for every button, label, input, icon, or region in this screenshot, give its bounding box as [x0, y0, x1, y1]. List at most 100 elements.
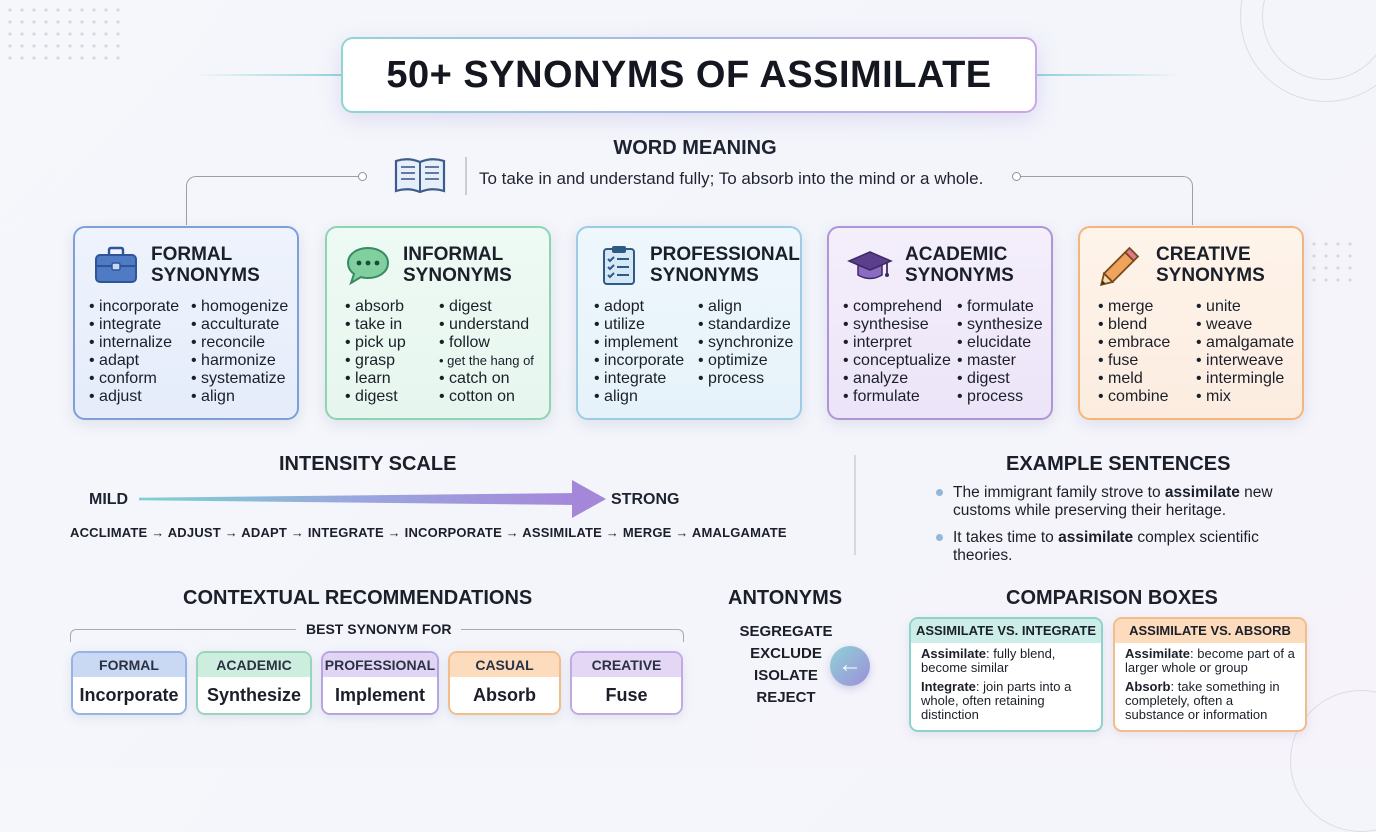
synonym-list-col1: comprehend synthesise interpret conceptu… [843, 298, 951, 406]
list-item: analyze [843, 370, 951, 388]
comparison-title: ASSIMILATE VS. ABSORB [1115, 619, 1305, 643]
synonym-list-col2: digest understand follow get the hang of… [439, 298, 534, 406]
card-title-line2: SYNONYMS [650, 265, 759, 286]
highlighted-word: assimilate [1164, 484, 1240, 501]
page-title: 50+ SYNONYMS OF ASSIMILATE [386, 53, 992, 96]
card-title-line1: INFORMAL [403, 244, 504, 265]
connector-dot [1012, 172, 1021, 181]
list-item: process [957, 388, 1043, 406]
synonym-list-col1: merge blend embrace fuse meld combine [1098, 298, 1170, 406]
list-item: synchronize [698, 334, 793, 352]
list-item: digest [345, 388, 406, 406]
list-item: take in [345, 316, 406, 334]
list-item: interweave [1196, 352, 1294, 370]
card-title-line1: CREATIVE [1156, 244, 1251, 265]
list-item: conceptualize [843, 352, 951, 370]
chat-bubble-icon [346, 246, 390, 286]
scale-mild-label: MILD [89, 491, 129, 508]
antonym-word: SEGREGATE [739, 623, 833, 640]
rec-context: CREATIVE [572, 653, 681, 677]
list-item: systematize [191, 370, 288, 388]
intensity-scale-heading: INTENSITY SCALE [279, 453, 457, 475]
example-sentence-1: The immigrant family strove to assimilat… [953, 484, 1273, 519]
list-item: digest [957, 370, 1043, 388]
list-item: elucidate [957, 334, 1043, 352]
list-item: unite [1196, 298, 1294, 316]
comparison-title: ASSIMILATE VS. INTEGRATE [911, 619, 1101, 643]
decorative-dots [4, 4, 124, 64]
list-item: align [594, 388, 684, 406]
title-line-left [192, 74, 342, 76]
list-item: align [698, 298, 793, 316]
synonym-list-col2: unite weave amalgamate interweave interm… [1196, 298, 1294, 406]
list-item: adopt [594, 298, 684, 316]
list-item: integrate [594, 370, 684, 388]
list-item: conform [89, 370, 179, 388]
example-sentence-2: It takes time to assimilate complex scie… [953, 529, 1259, 564]
list-item: catch on [439, 370, 534, 388]
title-line-right [1034, 74, 1184, 76]
list-item: fuse [1098, 352, 1170, 370]
synonym-list-col1: incorporate integrate internalize adapt … [89, 298, 179, 406]
list-item: process [698, 370, 793, 388]
rec-formal: FORMAL Incorporate [71, 651, 187, 715]
list-item: incorporate [594, 352, 684, 370]
synonym-list-col1: absorb take in pick up grasp learn diges… [345, 298, 406, 406]
comparison-def-a: Assimilate: become part of a larger whol… [1125, 646, 1295, 675]
list-item: standardize [698, 316, 793, 334]
list-item: harmonize [191, 352, 288, 370]
rec-casual: CASUAL Absorb [448, 651, 561, 715]
list-item: follow [439, 334, 534, 352]
comparison-def-b: Absorb: take something in completely, of… [1125, 679, 1280, 722]
connector-right [1018, 176, 1193, 225]
antonym-word: ISOLATE [754, 667, 818, 684]
list-item: meld [1098, 370, 1170, 388]
rec-professional: PROFESSIONAL Implement [321, 651, 439, 715]
list-item: merge [1098, 298, 1170, 316]
list-item: master [957, 352, 1043, 370]
list-item: learn [345, 370, 406, 388]
intensity-gradient-bar [139, 493, 579, 505]
list-item: pick up [345, 334, 406, 352]
section-divider [854, 455, 856, 555]
list-item: synthesise [843, 316, 951, 334]
comparison-def-a: Assimilate: fully blend, become similar [921, 646, 1056, 675]
rec-creative: CREATIVE Fuse [570, 651, 683, 715]
pencil-icon [1099, 246, 1140, 286]
list-item: incorporate [89, 298, 179, 316]
highlighted-word: assimilate [1058, 529, 1134, 546]
rec-word: Implement [323, 677, 437, 713]
bullet-dot [936, 489, 943, 496]
comparison-box-integrate: ASSIMILATE VS. INTEGRATE Assimilate: ful… [909, 617, 1103, 732]
comparison-boxes-heading: COMPARISON BOXES [1006, 587, 1218, 609]
list-item: digest [439, 298, 534, 316]
briefcase-icon [95, 246, 137, 283]
example-sentences-heading: EXAMPLE SENTENCES [1006, 453, 1231, 475]
word-meaning-text: To take in and understand fully; To abso… [479, 169, 984, 188]
best-synonym-label: BEST SYNONYM FOR [296, 621, 462, 637]
list-item: synthesize [957, 316, 1043, 334]
left-arrow-icon: ← [830, 646, 870, 686]
rec-academic: ACADEMIC Synthesize [196, 651, 312, 715]
list-item: formulate [843, 388, 951, 406]
list-item: weave [1196, 316, 1294, 334]
clipboard-checklist-icon [603, 246, 635, 285]
list-item: mix [1196, 388, 1294, 406]
list-item: align [191, 388, 288, 406]
list-item: internalize [89, 334, 179, 352]
list-item: implement [594, 334, 684, 352]
antonyms-heading: ANTONYMS [728, 587, 843, 609]
antonym-word: EXCLUDE [750, 645, 822, 662]
synonym-list-col2: align standardize synchronize optimize p… [698, 298, 793, 388]
list-item: acculturate [191, 316, 288, 334]
list-item: utilize [594, 316, 684, 334]
list-item: intermingle [1196, 370, 1294, 388]
rec-word: Absorb [450, 677, 559, 713]
list-item: grasp [345, 352, 406, 370]
synonym-list-col2: formulate synthesize elucidate master di… [957, 298, 1043, 406]
card-title-line2: SYNONYMS [1156, 265, 1265, 286]
list-item: cotton on [439, 388, 534, 406]
